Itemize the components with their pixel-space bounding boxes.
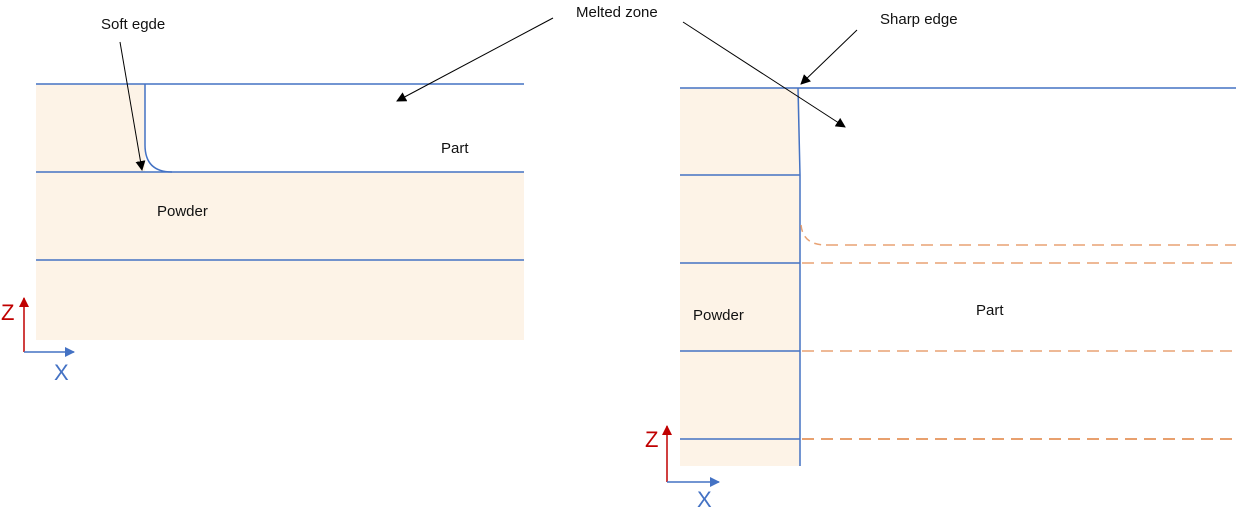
left-soft-edge-curve bbox=[144, 84, 173, 173]
right-powder-area bbox=[680, 88, 800, 466]
left-panel: Soft egde Part Powder Z X bbox=[1, 16, 554, 385]
melted-zone-label: Melted zone bbox=[576, 4, 658, 21]
right-x-axis-label: X bbox=[697, 487, 712, 512]
right-melt-curve bbox=[800, 224, 827, 246]
right-part-label: Part bbox=[976, 302, 1004, 319]
sharp-edge-arrow bbox=[800, 29, 858, 85]
left-x-axis-label: X bbox=[54, 360, 69, 385]
melted-zone-arrow-left bbox=[396, 17, 554, 102]
left-powder-label: Powder bbox=[157, 203, 208, 220]
left-powder-area-bottom bbox=[36, 172, 524, 340]
right-powder-label: Powder bbox=[693, 307, 744, 324]
right-z-axis-label: Z bbox=[645, 427, 658, 452]
right-sharp-edge-wall bbox=[797, 87, 801, 466]
melted-zone-arrow-right bbox=[682, 21, 846, 128]
left-part-region bbox=[145, 84, 524, 172]
left-z-axis-label: Z bbox=[1, 300, 14, 325]
right-panel: Sharp edge Powder Part Z X bbox=[645, 11, 1236, 512]
soft-edge-arrow bbox=[119, 41, 146, 171]
soft-edge-label: Soft egde bbox=[101, 16, 165, 33]
left-part-label: Part bbox=[441, 140, 469, 157]
sharp-edge-label: Sharp edge bbox=[880, 11, 958, 28]
left-powder-area-top bbox=[36, 84, 145, 172]
